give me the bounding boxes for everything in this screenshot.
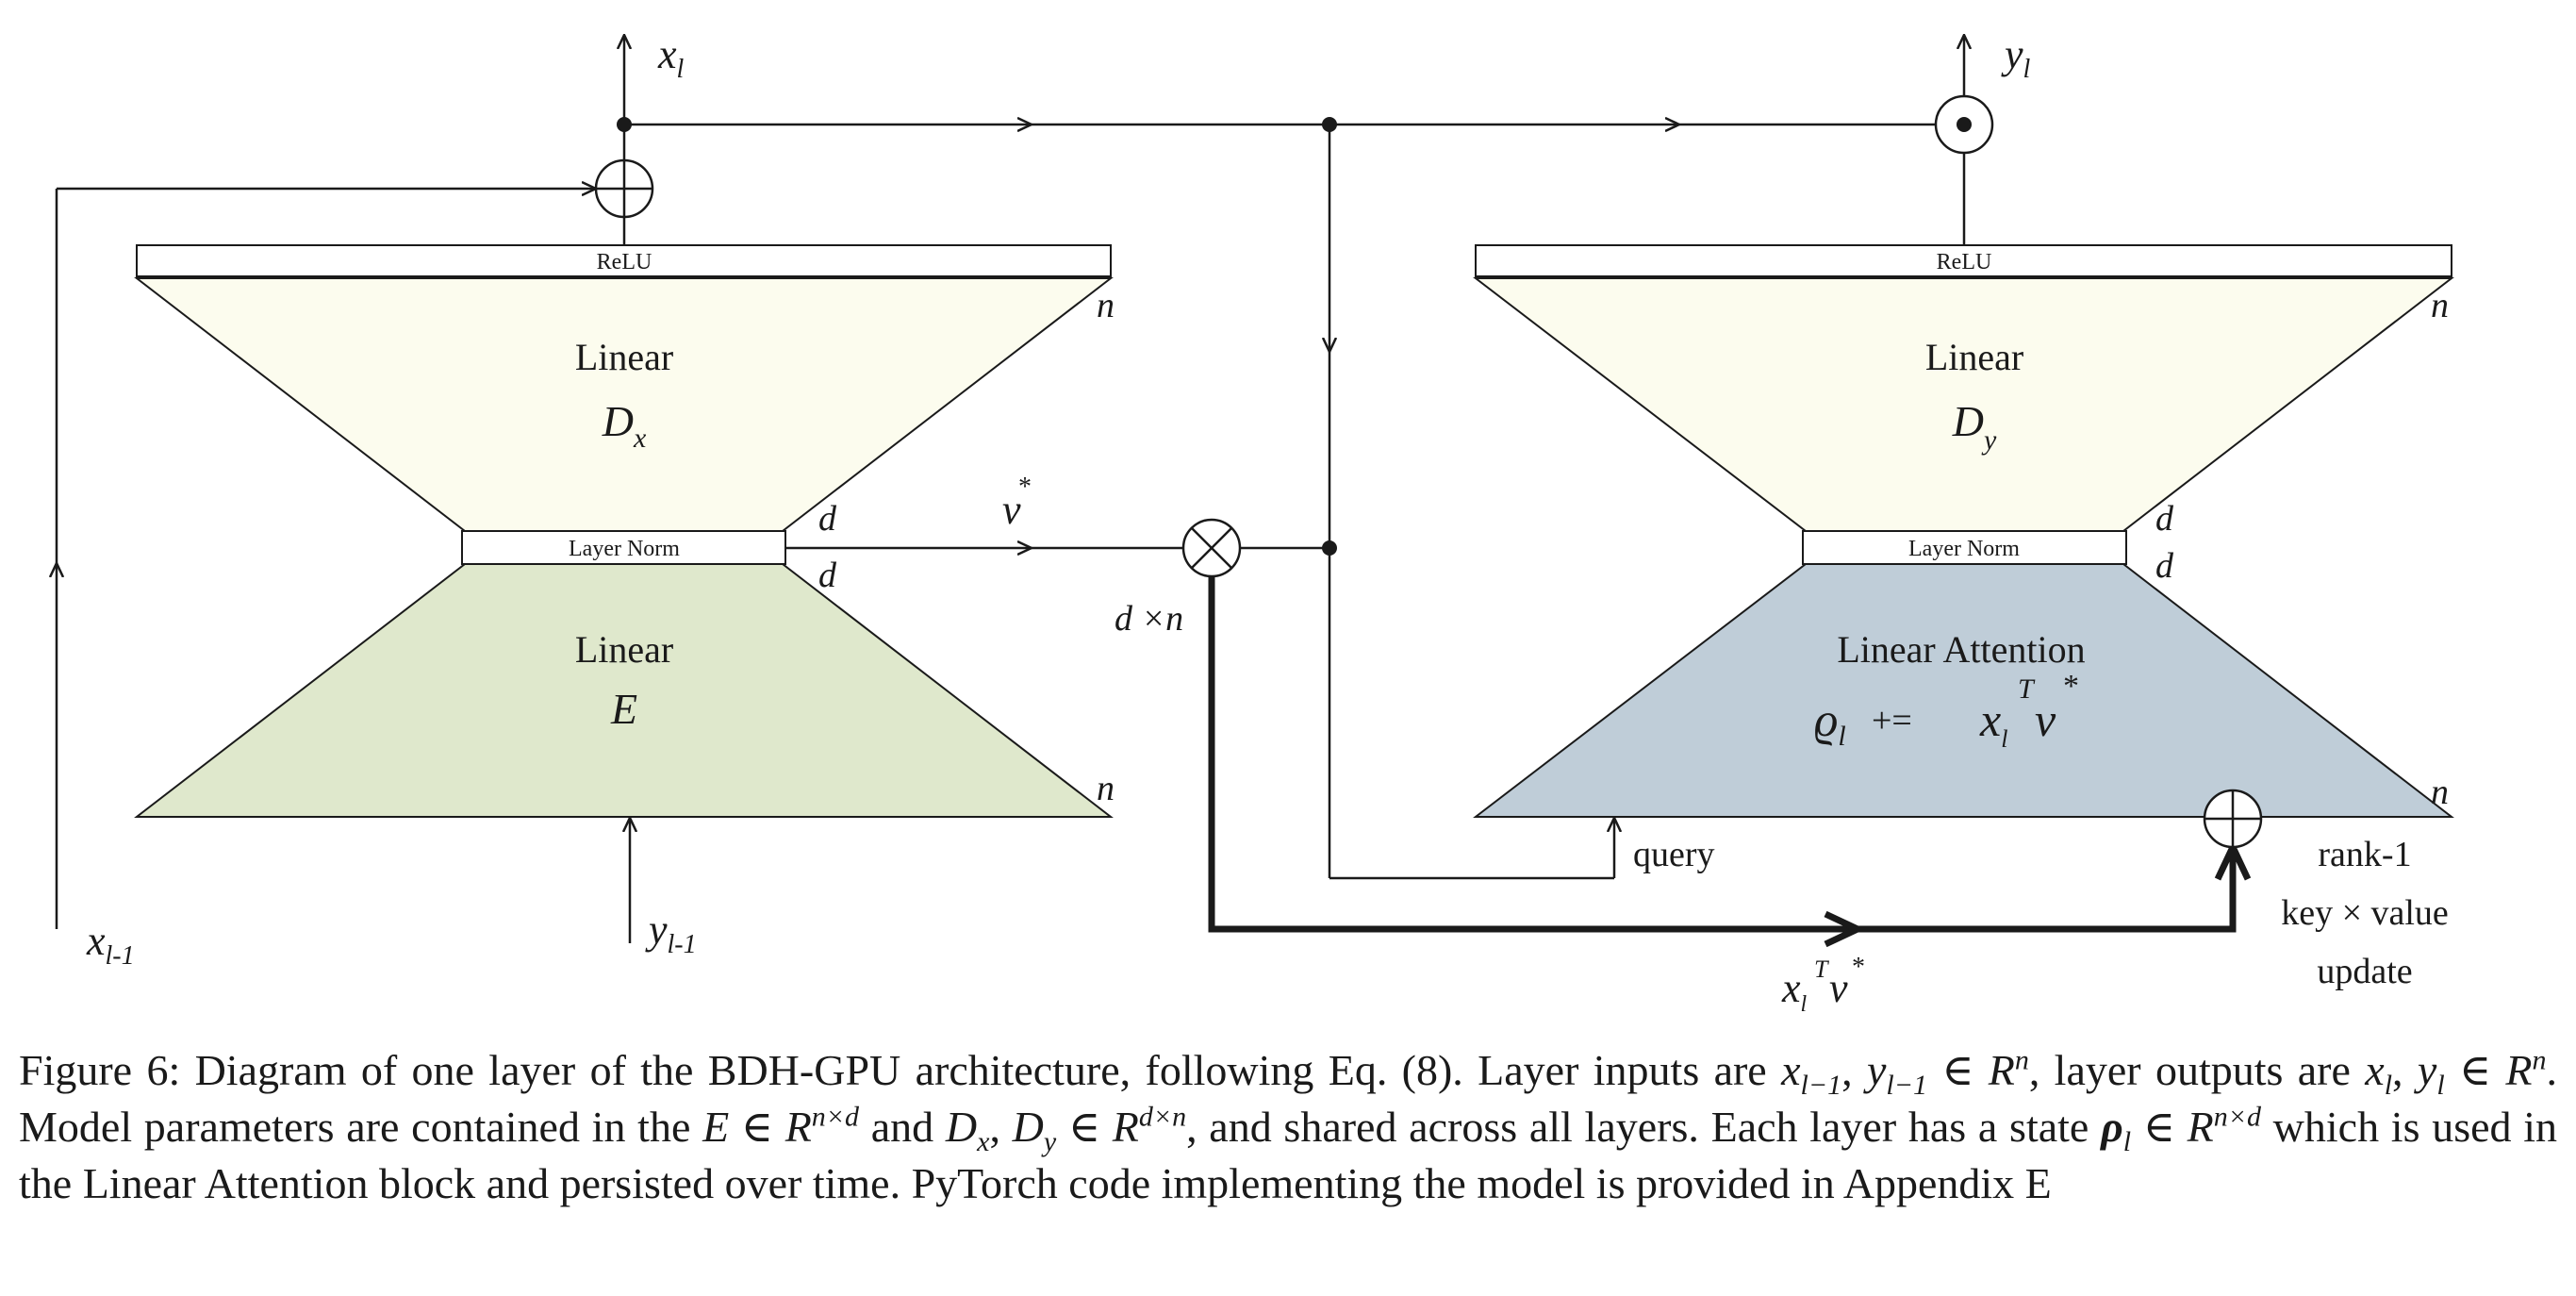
outer-product-label-x: xl bbox=[1781, 965, 1808, 1017]
right-attention-formula-op: += bbox=[1872, 701, 1912, 740]
v-junction-dot bbox=[1322, 540, 1337, 556]
right-attention-formula-t: T bbox=[2018, 673, 2036, 705]
right-dim-d-bottom: d bbox=[2155, 546, 2174, 586]
v-star-label: v bbox=[1002, 487, 1021, 533]
caption-label: Figure 6: bbox=[19, 1046, 181, 1094]
xl-junction-dot bbox=[617, 117, 632, 132]
right-relu-label: ReLU bbox=[1937, 250, 1992, 274]
query-label: query bbox=[1633, 835, 1715, 874]
right-dy-block-name: Linear bbox=[1925, 336, 2023, 378]
right-layer-norm-label: Layer Norm bbox=[1908, 537, 2020, 561]
bus-junction-dot bbox=[1322, 117, 1337, 132]
y-prev-input-label: yl-1 bbox=[645, 906, 697, 959]
right-attention-formula-v: v bbox=[2035, 693, 2056, 746]
outer-product-label-v: v bbox=[1829, 965, 1848, 1011]
left-relu-label: ReLU bbox=[597, 250, 652, 274]
outer-product-label-t: T bbox=[1814, 955, 1829, 983]
outer-product-path bbox=[1208, 576, 1858, 933]
outer-product-path-2 bbox=[1858, 847, 2237, 933]
left-layer-norm-label: Layer Norm bbox=[569, 537, 680, 561]
left-dx-symbol: Dx bbox=[602, 397, 647, 454]
yl-output-label: yl bbox=[2001, 31, 2031, 84]
right-dy-symbol: Dy bbox=[1952, 397, 1997, 456]
left-e-symbol: E bbox=[610, 685, 637, 733]
left-dim-n-top: n bbox=[1097, 286, 1115, 325]
rank-1-label: rank-1 bbox=[2318, 835, 2411, 874]
key-value-label: key × value bbox=[2281, 893, 2449, 933]
update-label: update bbox=[2317, 952, 2412, 991]
right-dim-n-bottom: n bbox=[2431, 773, 2449, 812]
xl-output-label: xl bbox=[657, 31, 685, 84]
residual-sum-operator bbox=[594, 158, 654, 219]
right-attention-block-name: Linear Attention bbox=[1837, 628, 2085, 671]
right-attention-trapezoid bbox=[1473, 563, 2454, 818]
outer-product-label-star: * bbox=[1852, 953, 1865, 982]
right-dim-d-top: d bbox=[2155, 499, 2174, 539]
left-dim-d-bottom: d bbox=[818, 556, 837, 595]
d-times-n-label: d ×n bbox=[1115, 599, 1183, 639]
figure-caption: Figure 6: Diagram of one layer of the BD… bbox=[19, 1044, 2558, 1207]
outer-product-operator bbox=[1181, 518, 1242, 578]
right-attention-formula-rho: ϱl bbox=[1814, 693, 1846, 752]
x-prev-input-label: xl-1 bbox=[86, 918, 135, 971]
left-e-block-name: Linear bbox=[575, 628, 673, 671]
right-layer-norm-bar bbox=[1802, 530, 2127, 565]
right-dim-n-top: n bbox=[2431, 286, 2449, 325]
hadamard-product-operator bbox=[1934, 94, 1994, 155]
left-layer-norm-bar bbox=[461, 530, 786, 565]
left-dim-d-top: d bbox=[818, 499, 837, 539]
left-dim-n-bottom: n bbox=[1097, 769, 1115, 808]
right-attention-formula-x: xl bbox=[1979, 693, 2007, 753]
state-update-sum-operator bbox=[2203, 789, 2263, 849]
right-attention-formula-star: * bbox=[2063, 669, 2079, 704]
v-star-sup-label: * bbox=[1018, 473, 1032, 502]
left-dx-block-name: Linear bbox=[575, 336, 673, 378]
left-relu-bar bbox=[136, 244, 1112, 277]
architecture-diagram: ReLU Layer Norm Linear Dx Linear E n d d… bbox=[0, 31, 2454, 1017]
